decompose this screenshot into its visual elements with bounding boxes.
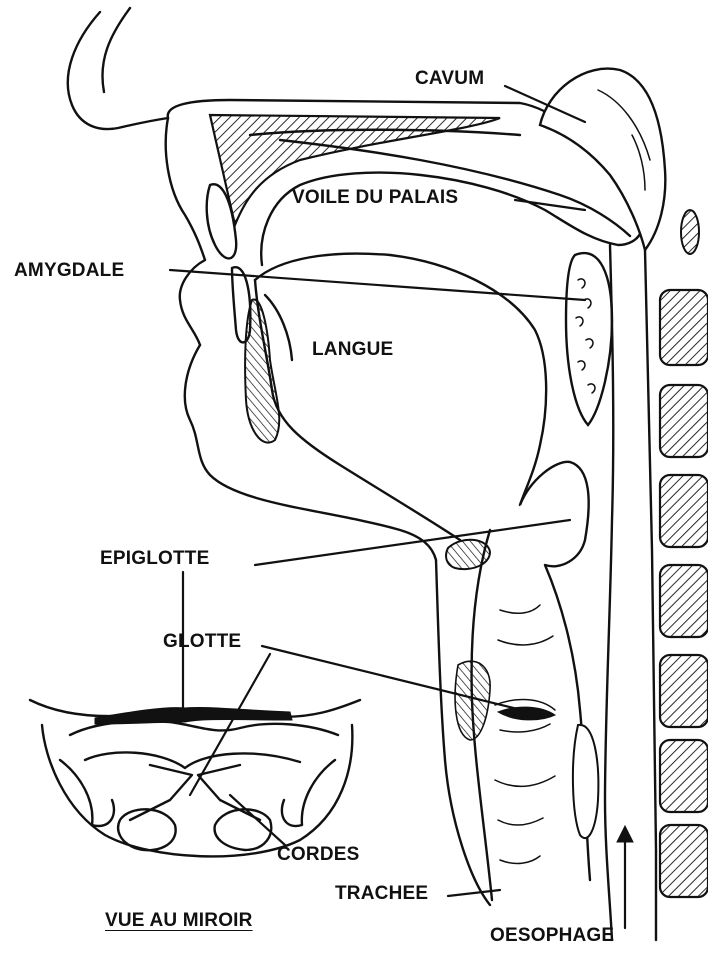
cavum-region	[540, 69, 665, 250]
vertebra	[660, 655, 708, 727]
mirror-arytenoid-left	[118, 809, 176, 850]
mirror-arytenoid-right	[215, 809, 272, 850]
vertebra	[660, 385, 708, 457]
leader-cordes	[230, 795, 285, 845]
label-cavum: CAVUM	[415, 69, 484, 88]
label-oesophage: OESOPHAGE	[490, 926, 614, 945]
mirror-view-outline	[42, 725, 352, 856]
mirror-pyriform-left	[60, 760, 114, 826]
glottis-slit	[498, 707, 555, 720]
leader-epiglotte	[255, 520, 570, 565]
mirror-inner-contour	[85, 752, 300, 768]
nose-bridge	[102, 8, 130, 92]
label-amygdale: AMYGDALE	[14, 261, 124, 280]
mirror-view	[30, 700, 360, 856]
oesophagus-wall	[645, 250, 656, 940]
mirror-epiglottis-dark	[95, 707, 292, 724]
label-glotte: GLOTTE	[163, 632, 241, 651]
label-trachee: TRACHEE	[335, 884, 428, 903]
vertebra	[660, 475, 708, 547]
chin	[185, 345, 436, 560]
vertebra	[660, 740, 708, 812]
label-langue: LANGUE	[312, 340, 393, 359]
cricoid-cartilage	[573, 725, 598, 838]
vertebra	[660, 565, 708, 637]
sublingual-gland	[245, 300, 279, 443]
label-vue-au-miroir: VUE AU MIROIR	[105, 911, 253, 930]
nose-outline	[68, 12, 168, 129]
tongue-underside	[255, 280, 460, 540]
label-cordes: CORDES	[277, 845, 360, 864]
atlas-vertebra	[681, 210, 699, 254]
vertebral-column	[660, 210, 708, 897]
tongue-outline	[255, 254, 546, 505]
label-epiglotte: EPIGLOTTE	[100, 549, 209, 568]
vertebra	[660, 290, 708, 365]
larynx-folds	[495, 605, 555, 863]
upper-lip	[166, 118, 205, 260]
oesophage-arrowhead	[617, 826, 633, 842]
label-voile-du-palais: VOILE DU PALAIS	[292, 188, 458, 207]
vertebra	[660, 825, 708, 897]
